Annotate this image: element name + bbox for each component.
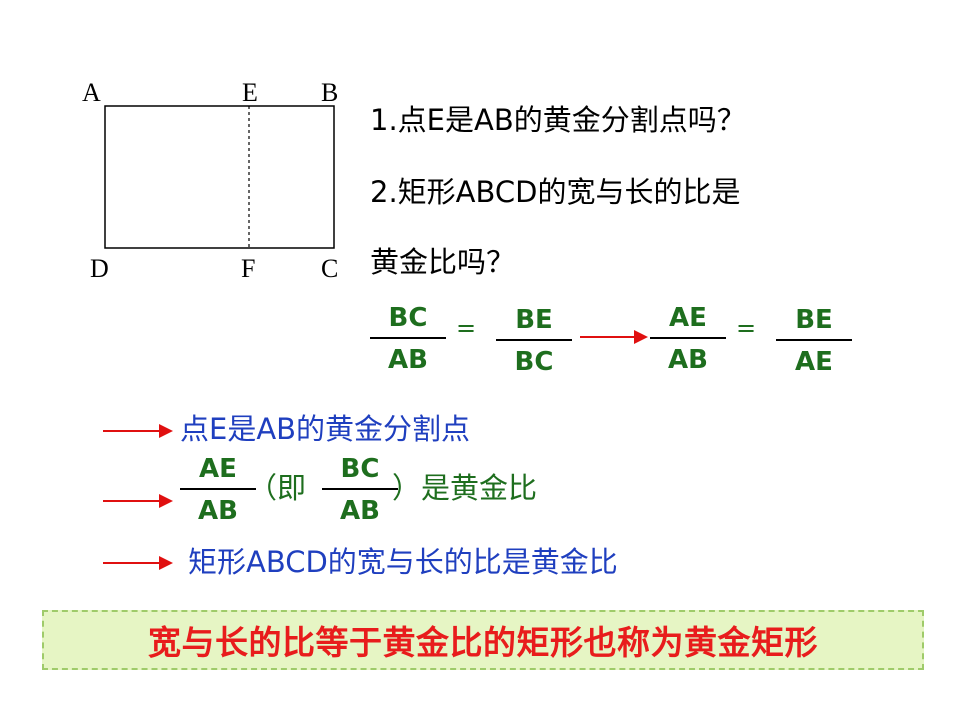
arrow-head-icon	[159, 494, 173, 508]
equals-sign-2: =	[736, 314, 757, 342]
fraction-ae-ab: AE AB	[650, 305, 726, 373]
fraction-bar	[650, 337, 726, 339]
golden-rectangle-definition-banner: 宽与长的比等于黄金比的矩形也称为黄金矩形	[42, 610, 924, 670]
fraction-bar	[370, 337, 446, 339]
conclusion-3: 矩形ABCD的宽与长的比是黄金比	[188, 545, 618, 579]
fraction-bar	[496, 339, 572, 341]
fraction-bc-ab: BC AB	[370, 305, 446, 373]
conclusion-1: 点E是AB的黄金分割点	[180, 412, 471, 446]
vertex-label-f: F	[241, 254, 256, 283]
fraction-numerator: BE	[795, 305, 833, 335]
vertex-label-a: A	[82, 78, 101, 107]
arrow-head-icon	[159, 556, 173, 570]
fraction-numerator: AE	[669, 303, 707, 333]
fraction-numerator: BE	[515, 305, 553, 335]
fraction-denominator: AB	[388, 345, 428, 375]
fraction-ae-ab-conclusion: AE AB	[180, 456, 256, 524]
fraction-bar	[322, 488, 398, 490]
fraction-bc-ab-conclusion: BC AB	[322, 456, 398, 524]
fraction-denominator: BC	[514, 347, 554, 377]
fraction-numerator: BC	[388, 303, 428, 333]
vertex-label-e: E	[242, 78, 258, 107]
arrow-shaft	[103, 562, 161, 564]
conclusion-2-close-text: ）是黄金比	[392, 471, 538, 505]
fraction-denominator: AB	[198, 496, 238, 526]
arrow-shaft	[580, 336, 636, 338]
fraction-denominator: AE	[795, 347, 833, 377]
conclusion-1-arrow	[103, 424, 173, 438]
conclusion-2-open-paren: （即	[248, 471, 307, 505]
vertex-label-b: B	[321, 78, 339, 107]
question-2-line-2: 黄金比吗？	[370, 245, 516, 279]
conclusion-3-arrow	[103, 556, 173, 570]
vertex-label-d: D	[90, 254, 109, 283]
question-2-line-1: 2.矩形ABCD的宽与长的比是	[370, 175, 741, 209]
arrow-head-icon	[634, 330, 648, 344]
fraction-denominator: AB	[668, 345, 708, 375]
rectangle-abcd	[104, 105, 335, 249]
equals-sign-1: =	[456, 314, 477, 342]
arrow-shaft	[103, 430, 161, 432]
fraction-be-bc: BE BC	[496, 307, 572, 375]
conclusion-2-arrow	[103, 494, 173, 508]
implies-arrow	[580, 330, 648, 344]
arrow-shaft	[103, 500, 161, 502]
golden-rectangle-diagram: A E B D F C	[70, 72, 360, 292]
banner-text: 宽与长的比等于黄金比的矩形也称为黄金矩形	[148, 623, 818, 662]
fraction-bar	[776, 339, 852, 341]
fraction-bar	[180, 488, 256, 490]
vertex-label-c: C	[321, 254, 339, 283]
fraction-denominator: AB	[340, 496, 380, 526]
fraction-numerator: AE	[199, 454, 237, 484]
arrow-head-icon	[159, 424, 173, 438]
fraction-numerator: BC	[340, 454, 380, 484]
fraction-be-ae: BE AE	[776, 307, 852, 375]
question-1: 1.点E是AB的黄金分割点吗？	[370, 103, 746, 137]
rectangle-svg	[104, 105, 335, 249]
